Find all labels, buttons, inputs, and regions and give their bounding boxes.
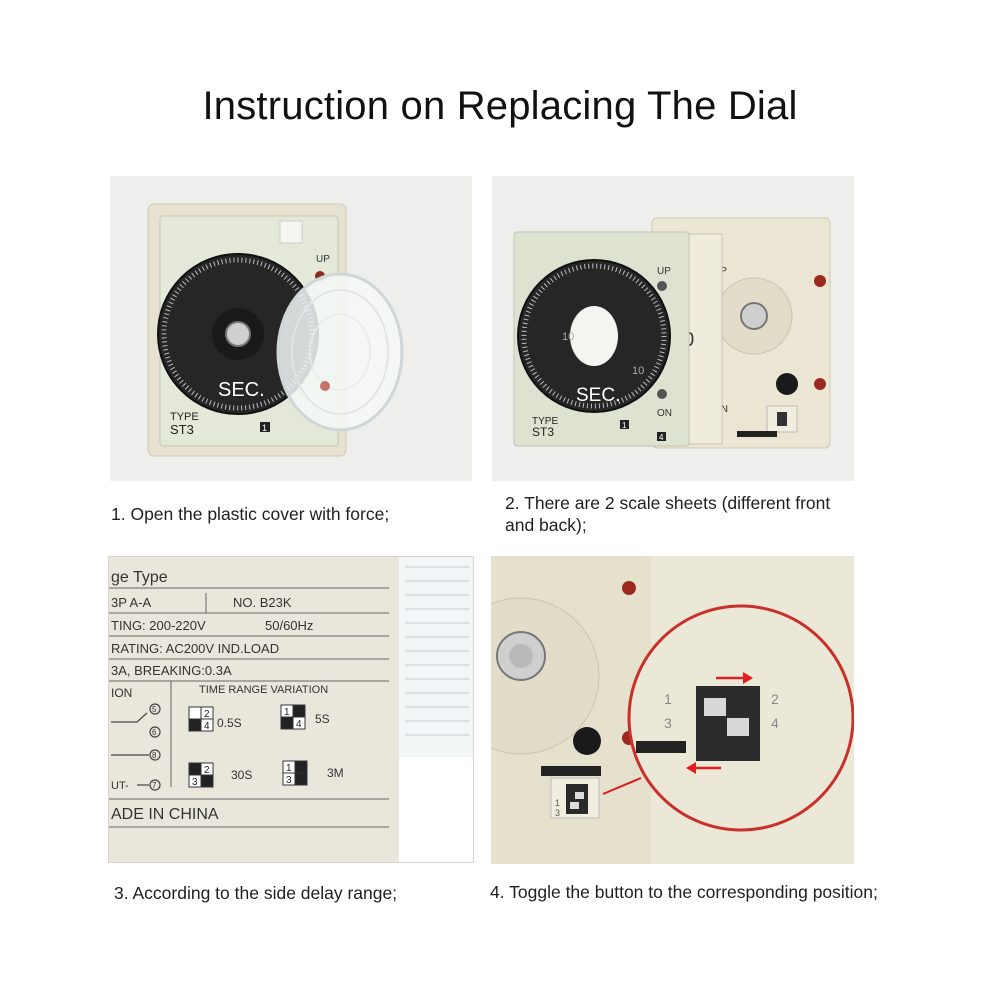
diagram-digit: 3 [286,775,292,786]
diagram-digit: 2 [204,709,210,720]
diagram-digit: 2 [204,765,210,776]
range-0-5s: 2 4 0.5S [188,706,242,732]
magnified-digit: 2 [771,691,779,707]
magnified-digit: 3 [664,715,672,731]
label-rating: RATING: AC200V IND.LOAD [111,641,279,656]
pin-8: 8 [152,751,157,760]
dip-switch-back [777,412,787,426]
pin-7: 7 [152,781,157,790]
range-label-0-5s: 0.5S [217,716,242,730]
magnified-digit: 4 [771,715,779,731]
arrow-right-icon [716,672,753,684]
scale-10-label-2: 10 [632,365,644,377]
step-1-caption: 1. Open the plastic cover with force; [111,504,390,524]
range-label-5s: 5S [315,712,330,726]
step-3-caption: 3. According to the side delay range; [114,883,398,903]
diagram-digit: 4 [204,721,210,732]
range-label-30s: 30S [231,768,252,782]
label-voltage: TING: 200-220V [111,618,206,633]
label-type-line: ge Type [111,569,168,586]
sheet-number-1: 1 [622,421,627,430]
magnified-digit: 1 [664,691,672,707]
model-label-2: ST3 [532,425,554,439]
label-frequency: 50/60Hz [265,618,313,633]
photo-side-label: ge Type 3P A-A NO. B23K TING: 200-220V 5… [108,556,474,863]
diagram-digit: 1 [286,763,292,774]
model-label: ST3 [170,422,194,437]
dial-screw [225,321,251,347]
photo-toggle-switch: 1 3 1 3 2 4 [491,556,854,864]
pin-6: 6 [152,728,157,737]
diagram-digit: 1 [284,707,290,718]
label-connection: ION [111,686,132,700]
label-number: NO. B23K [233,595,292,610]
range-3m: 1 3 3M [282,760,344,786]
label-output: UT- [111,780,129,792]
small-digit: 3 [555,808,560,818]
page-title: Instruction on Replacing The Dial [202,84,798,128]
indicator-led [622,581,636,595]
label-model: 3P A-A [111,595,152,610]
type-label-2: TYPE [532,416,558,427]
up-label-1: UP [657,266,671,277]
on-label-1: ON [657,408,672,419]
up-label: UP [316,254,330,265]
pointer-arrow [602,777,642,795]
time-range-variation-heading: TIME RANGE VARIATION [199,684,328,696]
photo-open-cover: UP SEC. TYPE ST3 1 [110,176,472,481]
photo-scale-sheets: UP ON 2 50 UP 10 10 SEC. ON TYPE ST3 1 4 [492,176,854,481]
step-4-caption: 4. Toggle the button to the correspondin… [490,882,878,902]
made-in-label: ADE IN CHINA [111,806,219,823]
clear-plastic-cover [276,272,404,432]
range-label-3m: 3M [327,766,344,780]
diagram-digit: 3 [192,777,198,788]
sec-label: SEC. [218,379,265,401]
range-30s: 2 3 30S [188,762,252,788]
diagram-digit: 4 [296,719,302,730]
sec-label-2: SEC. [576,385,620,406]
switch-number-1: 1 [262,423,267,433]
sheet-number-4: 4 [659,433,664,442]
step-2-caption: 2. There are 2 scale sheets (different f… [505,493,831,535]
label-breaking: 3A, BREAKING:0.3A [111,663,232,678]
type-label: TYPE [170,411,199,423]
range-5s: 1 4 5S [280,704,330,730]
pin-5: 5 [152,705,157,714]
cover-edge [399,557,473,757]
small-digit: 1 [555,798,560,808]
scale-10-label-1: 10 [562,331,574,343]
arrow-left-icon [686,762,721,774]
